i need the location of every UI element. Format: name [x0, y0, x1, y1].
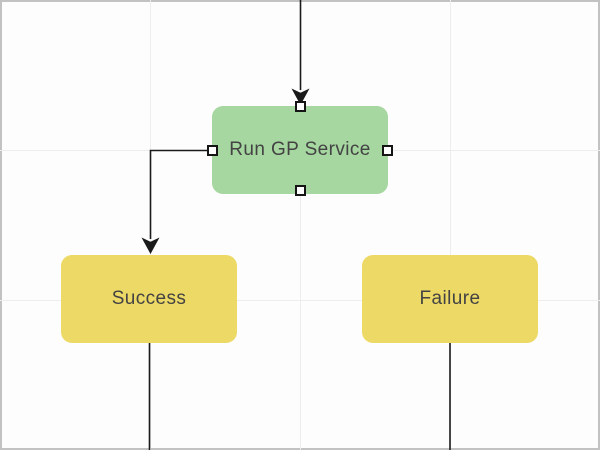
node-run-gp-service[interactable]: Run GP Service [212, 106, 388, 194]
connector-into-run-gp-service[interactable] [291, 0, 310, 105]
node-success-label: Success [111, 288, 187, 309]
node-success[interactable]: Success [61, 255, 237, 343]
connection-handle-top[interactable] [295, 101, 306, 112]
connection-handle-left[interactable] [207, 145, 218, 156]
node-failure-label: Failure [419, 288, 481, 309]
connector-run-gp-service-to-success[interactable] [141, 149, 213, 255]
connection-handle-right[interactable] [382, 145, 393, 156]
node-run-gp-service-label: Run GP Service [229, 139, 371, 160]
connection-handle-bottom[interactable] [295, 185, 306, 196]
node-failure[interactable]: Failure [362, 255, 538, 343]
